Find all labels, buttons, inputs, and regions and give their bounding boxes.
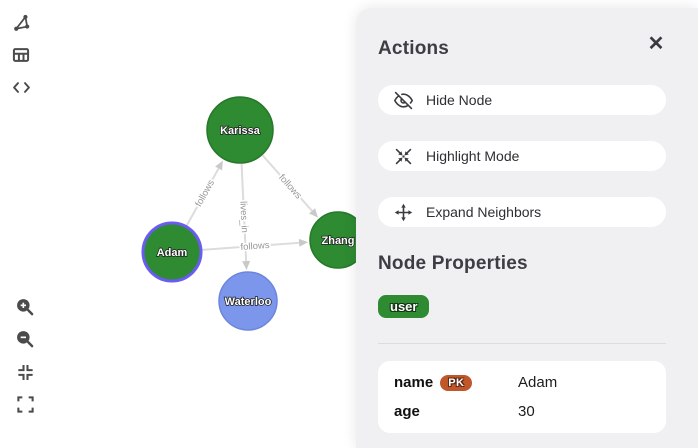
- property-value-name: Adam: [518, 374, 558, 391]
- node-properties-title: Node Properties: [378, 253, 528, 274]
- eye-off-icon: [394, 91, 413, 109]
- node-Waterloo[interactable]: [218, 271, 278, 331]
- edge-label: follows: [276, 172, 304, 201]
- property-key-age: age: [394, 403, 518, 420]
- node-label-Karissa: Karissa: [220, 125, 261, 137]
- code-view-icon: [12, 81, 30, 93]
- node-Adam[interactable]: [141, 221, 203, 283]
- node-label-Zhang: Zhang: [322, 235, 355, 247]
- property-key-name-text: name: [394, 374, 434, 391]
- properties-card: name PK Adam age 30: [378, 361, 666, 433]
- property-key-age-text: age: [394, 403, 420, 420]
- graph-view-button[interactable]: [9, 11, 33, 35]
- table-view-icon: [12, 48, 30, 62]
- node-label-Adam: Adam: [157, 247, 188, 259]
- zoom-out-icon: [17, 331, 34, 348]
- edge-Karissa-Waterloo[interactable]: [240, 163, 248, 262]
- zoom-out-button[interactable]: [13, 327, 37, 351]
- graph-view-icon: [13, 14, 29, 31]
- zoom-to-fit-button[interactable]: [13, 360, 37, 384]
- table-view-button[interactable]: [9, 43, 33, 67]
- edge-Adam-Zhang[interactable]: [201, 241, 300, 251]
- edge-arrowhead: [298, 238, 309, 247]
- close-button[interactable]: ✕: [644, 32, 668, 56]
- edge-label: follows: [240, 240, 270, 253]
- side-panel: ✕ Actions Hide Node Highlight Mode: [356, 8, 698, 448]
- expand-neighbors-button[interactable]: Expand Neighbors: [378, 197, 666, 227]
- edge-arrowhead: [215, 160, 223, 171]
- edge-Adam-Karissa[interactable]: [185, 167, 220, 227]
- close-icon: ✕: [647, 33, 665, 55]
- hide-node-button[interactable]: Hide Node: [378, 85, 666, 115]
- property-key-name: name PK: [394, 374, 518, 391]
- hide-node-label: Hide Node: [426, 92, 493, 108]
- highlight-mode-label: Highlight Mode: [426, 148, 520, 164]
- highlight-mode-icon: [395, 148, 412, 164]
- edge-label: lives_in: [237, 201, 249, 233]
- edge-arrowhead: [242, 260, 251, 271]
- zoom-in-icon: [17, 299, 34, 316]
- node-Karissa[interactable]: [206, 96, 274, 164]
- zoom-in-button[interactable]: [13, 295, 37, 319]
- edge-Karissa-Zhang[interactable]: [261, 154, 313, 212]
- move-icon: [394, 203, 413, 221]
- highlight-mode-button[interactable]: Highlight Mode: [378, 141, 666, 171]
- fullscreen-button[interactable]: [13, 392, 37, 416]
- fullscreen-icon: [16, 395, 34, 413]
- code-view-button[interactable]: [9, 75, 33, 99]
- node-label-Waterloo: Waterloo: [225, 296, 272, 308]
- zoom-to-fit-icon: [17, 364, 33, 380]
- divider: [378, 343, 666, 344]
- panel-title: Actions: [378, 38, 450, 59]
- expand-neighbors-label: Expand Neighbors: [426, 204, 542, 220]
- property-value-age: 30: [518, 403, 535, 420]
- edge-arrowhead: [309, 208, 319, 218]
- node-label-badge: user: [378, 295, 430, 318]
- pk-badge: PK: [440, 374, 473, 391]
- edge-label: follows: [193, 178, 217, 209]
